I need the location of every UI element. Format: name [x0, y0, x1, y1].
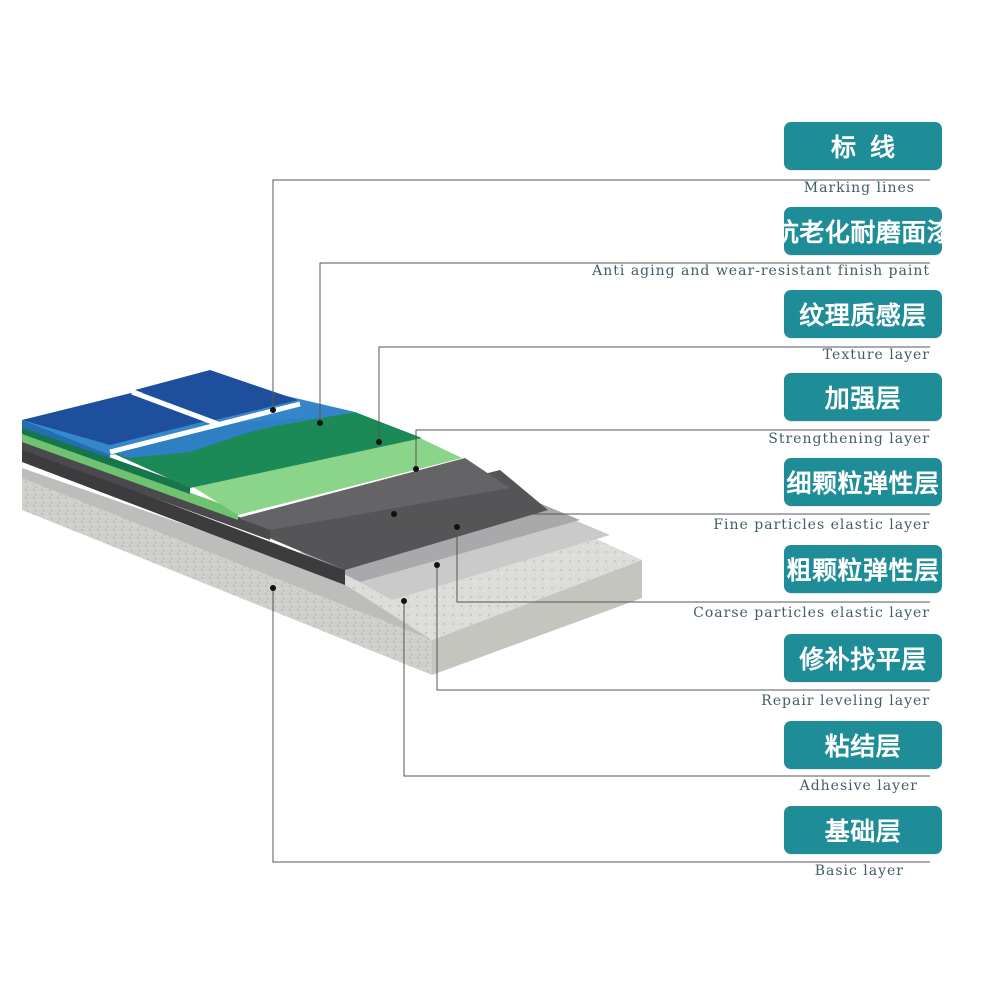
layer-caption-fine-elastic: Fine particles elastic layer — [713, 517, 930, 533]
basic-layer-front — [22, 470, 432, 675]
adhesive-layer-top — [22, 468, 432, 640]
layer-label-finish-paint: 抗老化耐磨面漆 — [774, 207, 952, 255]
layer-label-strengthening: 加强层 — [784, 373, 942, 421]
leader-texture — [378, 346, 930, 442]
coarse-elastic-layer-top — [255, 470, 548, 570]
layer-label-coarse-elastic: 粗颗粒弹性层 — [784, 545, 942, 593]
fine-elastic-layer-front — [22, 440, 270, 540]
texture-layer-top — [110, 412, 422, 488]
leader-strengthening — [415, 429, 930, 469]
layer-caption-coarse-elastic: Coarse particles elastic layer — [693, 605, 930, 621]
layer-label-repair-leveling: 修补找平层 — [784, 634, 942, 682]
coarse-elastic-layer-front — [22, 448, 345, 585]
dot-strengthening — [413, 466, 419, 472]
leader-basic — [272, 588, 930, 863]
leader-dots — [270, 407, 460, 604]
leader-adhesive — [403, 601, 930, 777]
basic-layer-side — [432, 560, 642, 675]
leader-lines — [272, 179, 930, 863]
dot-coarse-elastic — [454, 524, 460, 530]
leader-finish-paint — [319, 262, 930, 423]
dot-texture — [376, 439, 382, 445]
adhesive-layer-strip — [345, 514, 610, 600]
fine-elastic-layer-top — [238, 458, 510, 530]
layer-caption-marking-lines: Marking lines — [803, 180, 915, 196]
dot-repair-leveling — [434, 562, 440, 568]
marking-line-1 — [131, 389, 219, 427]
layer-caption-repair-leveling: Repair leveling layer — [761, 693, 930, 709]
dot-finish-paint — [317, 420, 323, 426]
layer-label-basic: 基础层 — [784, 806, 942, 854]
dot-adhesive — [401, 598, 407, 604]
layer-label-texture: 纹理质感层 — [784, 290, 942, 338]
strengthening-layer-top — [190, 438, 462, 515]
leader-coarse-elastic — [456, 527, 930, 603]
layer-caption-texture: Texture layer — [822, 347, 930, 363]
layer-label-marking-lines: 标线 — [784, 122, 942, 170]
dot-fine-elastic — [391, 511, 397, 517]
strengthening-layer-front — [22, 432, 238, 520]
layer-caption-strengthening: Strengthening layer — [768, 431, 930, 447]
dot-basic — [270, 585, 276, 591]
leader-repair-leveling — [436, 565, 930, 691]
marking-line-2 — [109, 401, 301, 455]
finish-paint-layer-front — [22, 420, 110, 458]
leader-marking-lines — [272, 179, 930, 410]
layer-caption-basic: Basic layer — [814, 863, 904, 879]
layer-label-adhesive: 粘结层 — [784, 721, 942, 769]
court-top-right — [135, 370, 298, 420]
texture-layer-front — [22, 426, 190, 494]
court-bottom — [110, 418, 310, 458]
layer-caption-finish-paint: Anti aging and wear-resistant finish pai… — [592, 263, 930, 279]
dot-marking-lines — [270, 407, 276, 413]
layer-caption-adhesive: Adhesive layer — [799, 778, 918, 794]
layer-label-fine-elastic: 细颗粒弹性层 — [784, 458, 942, 506]
